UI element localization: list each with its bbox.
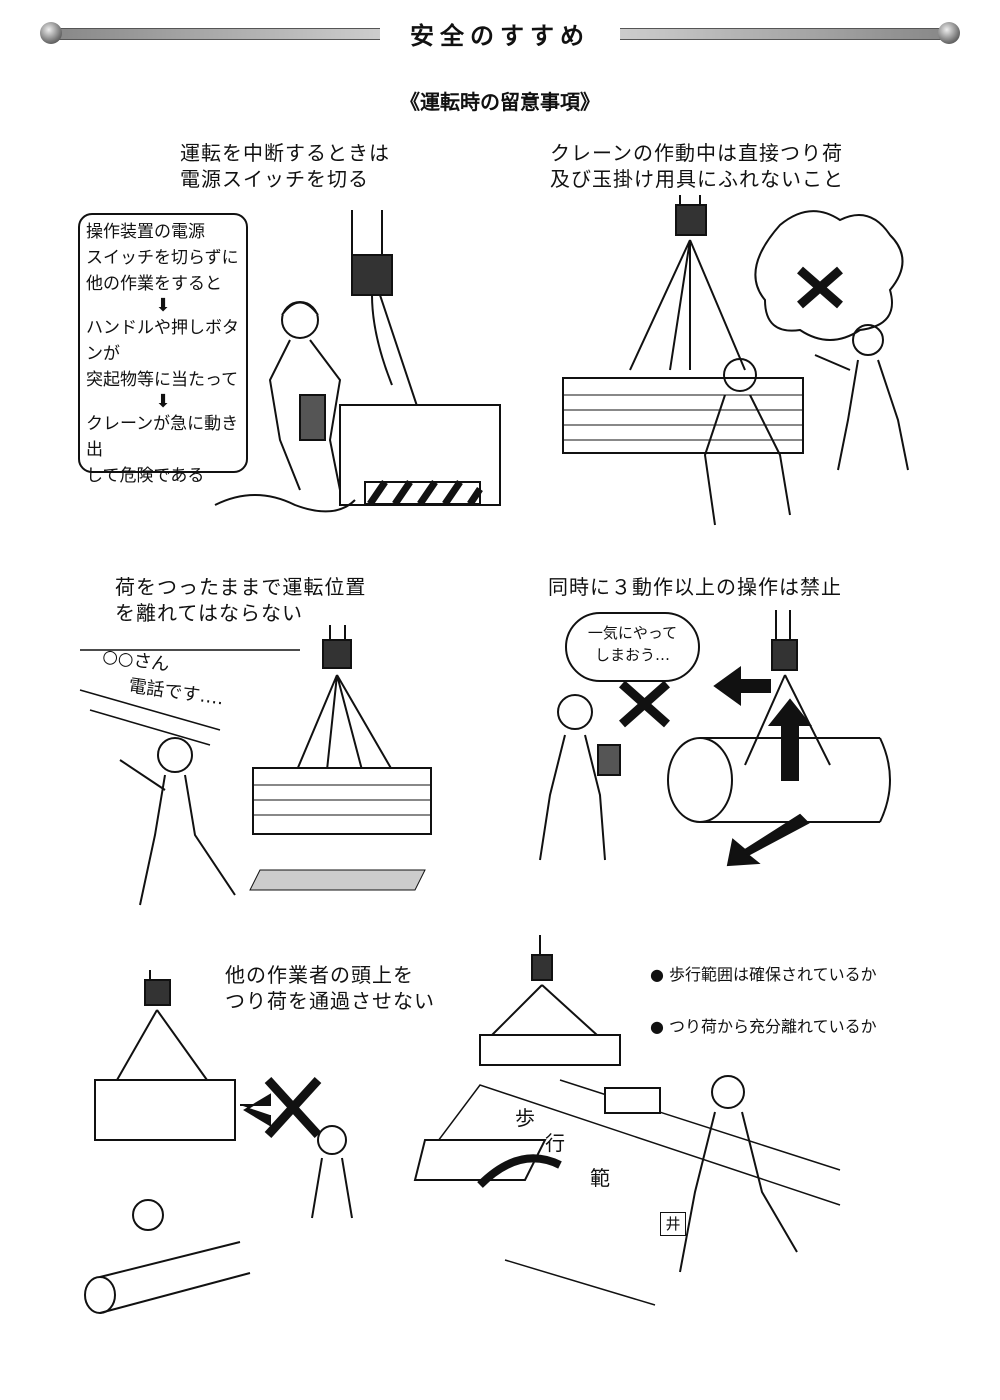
page-title: 安全のすすめ: [380, 16, 620, 51]
ground-marking: 歩: [515, 1106, 535, 1130]
checklist-text: つり荷から充分離れているか: [669, 1017, 877, 1036]
arrow-down-left-icon: [726, 813, 810, 867]
checklist-item: ● つり荷から充分離れているか: [650, 1017, 877, 1036]
bubble-line: 他の作業をすると: [86, 274, 222, 294]
warning-speech-bubble: 操作装置の電源 スイッチを切らずに 他の作業をすると ⬇ ハンドルや押しボタンが…: [78, 213, 248, 486]
thought-bubble: 一気にやって しまおう…: [565, 612, 700, 682]
caption-line: を離れてはならない: [115, 601, 303, 625]
caption-overhead: 他の作業者の頭上を つり荷を通過させない: [225, 962, 435, 1014]
ground-marking: 範: [590, 1166, 610, 1190]
thought-line: 一気にやって: [587, 624, 678, 642]
bubble-line: スイッチを切らずに: [86, 248, 239, 268]
arrow-down-icon: ⬇: [155, 391, 171, 412]
crane-hook-illustration-2: [562, 195, 909, 526]
caption-three-motions: 同時に３動作以上の操作は禁止: [548, 574, 842, 600]
checklist: ● 歩行範囲は確保されているか ● つり荷から充分離れているか: [650, 962, 877, 1040]
arrow-down-icon: ⬇: [155, 295, 171, 316]
section-subtitle: 《運転時の留意事項》: [400, 90, 600, 114]
bubble-line: クレーンが急に動き出: [86, 414, 239, 460]
caption-line: つり荷を通過させない: [225, 989, 435, 1013]
bubble-line: して危険である: [86, 466, 205, 486]
caption-line: クレーンの作動中は直接つり荷: [550, 141, 843, 165]
prohibited-x-icon: [619, 680, 670, 728]
caption-do-not-leave: 荷をつったままで運転位置 を離れてはならない: [115, 574, 366, 626]
prohibited-x-icon: [797, 266, 843, 309]
crane-hook-illustration-3: [79, 625, 432, 906]
crane-hook-illustration-4: [539, 610, 891, 867]
bubble-line: 操作装置の電源: [86, 222, 205, 242]
crane-hook-illustration-1: [214, 210, 501, 513]
ball-ornament-left: [40, 22, 62, 44]
prohibited-x-icon: [264, 1076, 322, 1139]
crane-hook-illustration-5: [84, 935, 841, 1314]
caption-line: 及び玉掛け用具にふれないこと: [550, 167, 844, 191]
caption-line: 運転を中断するときは: [180, 141, 390, 165]
ball-ornament-right: [938, 22, 960, 44]
caption-line: 電源スイッチを切る: [180, 167, 369, 191]
caption-stop-operation: 運転を中断するときは 電源スイッチを切る: [180, 140, 390, 192]
arrow-up-icon: [767, 698, 813, 781]
checklist-item: ● 歩行範囲は確保されているか: [650, 965, 877, 984]
caption-line: 同時に３動作以上の操作は禁止: [548, 575, 842, 599]
arrow-left-icon: [713, 666, 771, 706]
bubble-line: ハンドルや押しボタンが: [86, 318, 239, 364]
caption-line: 他の作業者の頭上を: [225, 963, 414, 987]
floor-sign: 井: [660, 1212, 686, 1236]
caption-no-touch: クレーンの作動中は直接つり荷 及び玉掛け用具にふれないこと: [550, 140, 844, 192]
bubble-line: 突起物等に当たって: [86, 370, 239, 390]
checklist-text: 歩行範囲は確保されているか: [669, 965, 877, 984]
ground-marking: 行: [545, 1131, 565, 1155]
caption-line: 荷をつったままで運転位置: [115, 575, 367, 599]
thought-line: しまおう…: [594, 646, 670, 664]
